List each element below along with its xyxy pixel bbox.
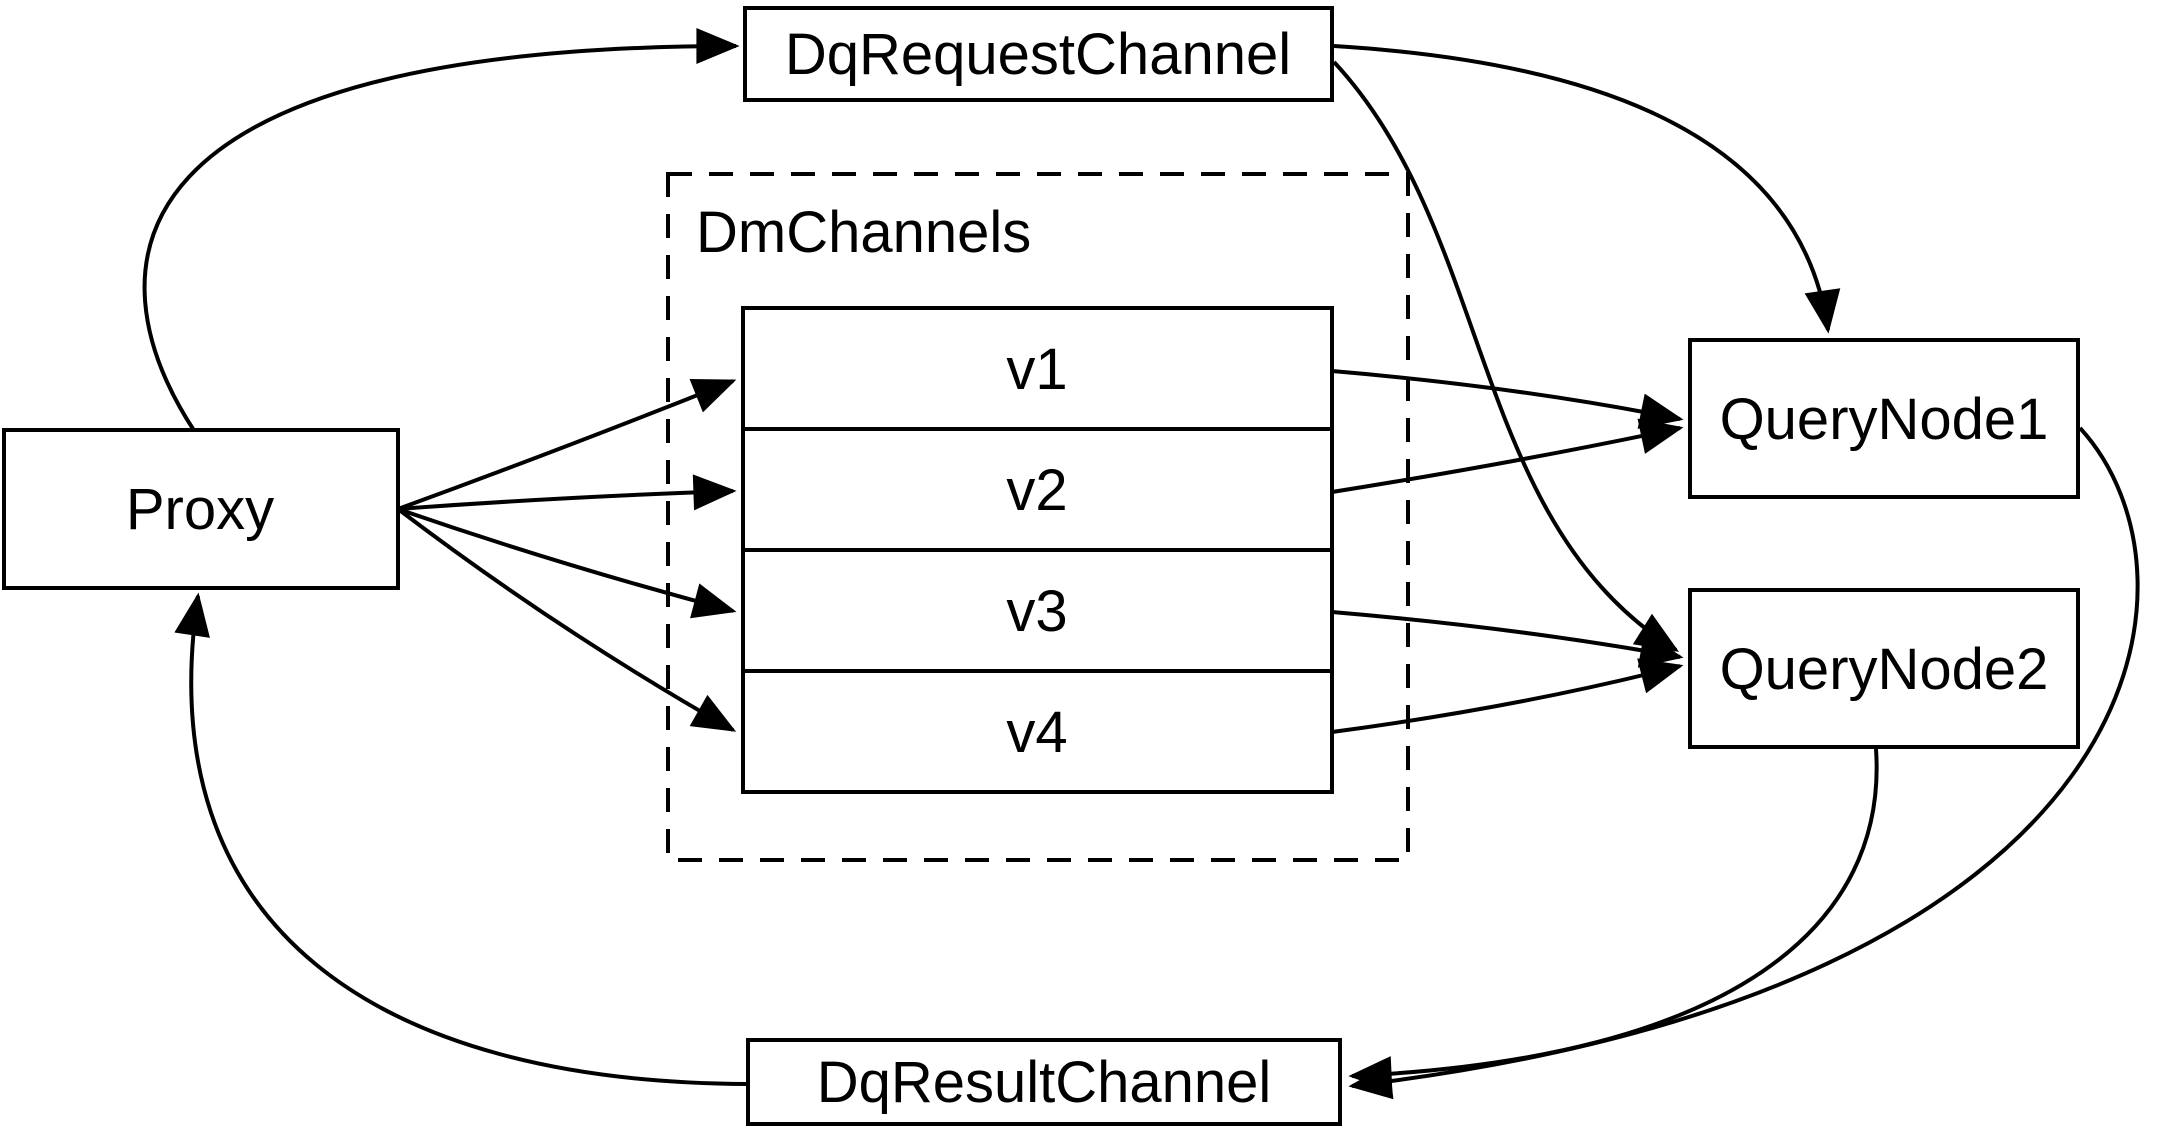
channel-row-v2: v2 (1006, 458, 1067, 523)
node-proxy: Proxy (2, 428, 400, 590)
proxy-label: Proxy (126, 477, 274, 542)
node-query-node-2: QueryNode2 (1688, 588, 2080, 749)
node-dq-request-channel: DqRequestChannel (743, 6, 1334, 102)
dq-request-channel-box (743, 6, 1334, 102)
arrow-dqrequestchannel-to-querynode1 (1333, 44, 1841, 334)
arrow-proxy-to-v4 (396, 507, 737, 732)
dm-channels-dashed-border (666, 172, 1410, 862)
arrow-querynode2-to-dqresultchannel (1348, 748, 1879, 1093)
dm-channels-label: DmChannels (696, 200, 1031, 265)
query-node-2-box (1688, 588, 2080, 749)
arrow-proxy-to-v2 (397, 474, 737, 511)
query-node-1-box (1688, 338, 2080, 499)
arrow-dqresultchannel-to-proxy (174, 592, 747, 1086)
dq-result-channel-box (746, 1038, 1342, 1126)
node-dq-result-channel: DqResultChannel (746, 1038, 1342, 1126)
arrow-dqrequestchannel-to-querynode2 (1332, 60, 1680, 652)
arrow-querynode1-to-dqresultchannel (1348, 426, 2140, 1100)
proxy-box (2, 428, 400, 590)
group-dm-channels: DmChannels v1 v2 v3 v4 (666, 172, 1410, 862)
arrow-v2-to-querynode1 (1331, 418, 1684, 494)
arrow-proxy-to-dqrequestchannel (142, 28, 740, 434)
arrow-proxy-to-v3 (397, 507, 737, 619)
dq-result-channel-label: DqResultChannel (817, 1050, 1272, 1115)
node-query-node-1: QueryNode1 (1688, 338, 2080, 499)
channel-row-v1: v1 (1006, 337, 1067, 402)
arrow-v3-to-querynode2 (1331, 610, 1684, 668)
dm-channels-table: v1 v2 v3 v4 (741, 306, 1334, 794)
arrow-v4-to-querynode2 (1331, 658, 1684, 734)
dq-request-channel-label: DqRequestChannel (785, 22, 1291, 87)
channel-row-v3: v3 (1006, 579, 1067, 644)
query-node-1-label: QueryNode1 (1720, 387, 2049, 452)
channel-row-v4: v4 (1006, 700, 1067, 765)
arrow-v1-to-querynode1 (1331, 369, 1684, 429)
arrow-proxy-to-v1 (397, 378, 737, 511)
query-node-2-label: QueryNode2 (1720, 637, 2049, 702)
